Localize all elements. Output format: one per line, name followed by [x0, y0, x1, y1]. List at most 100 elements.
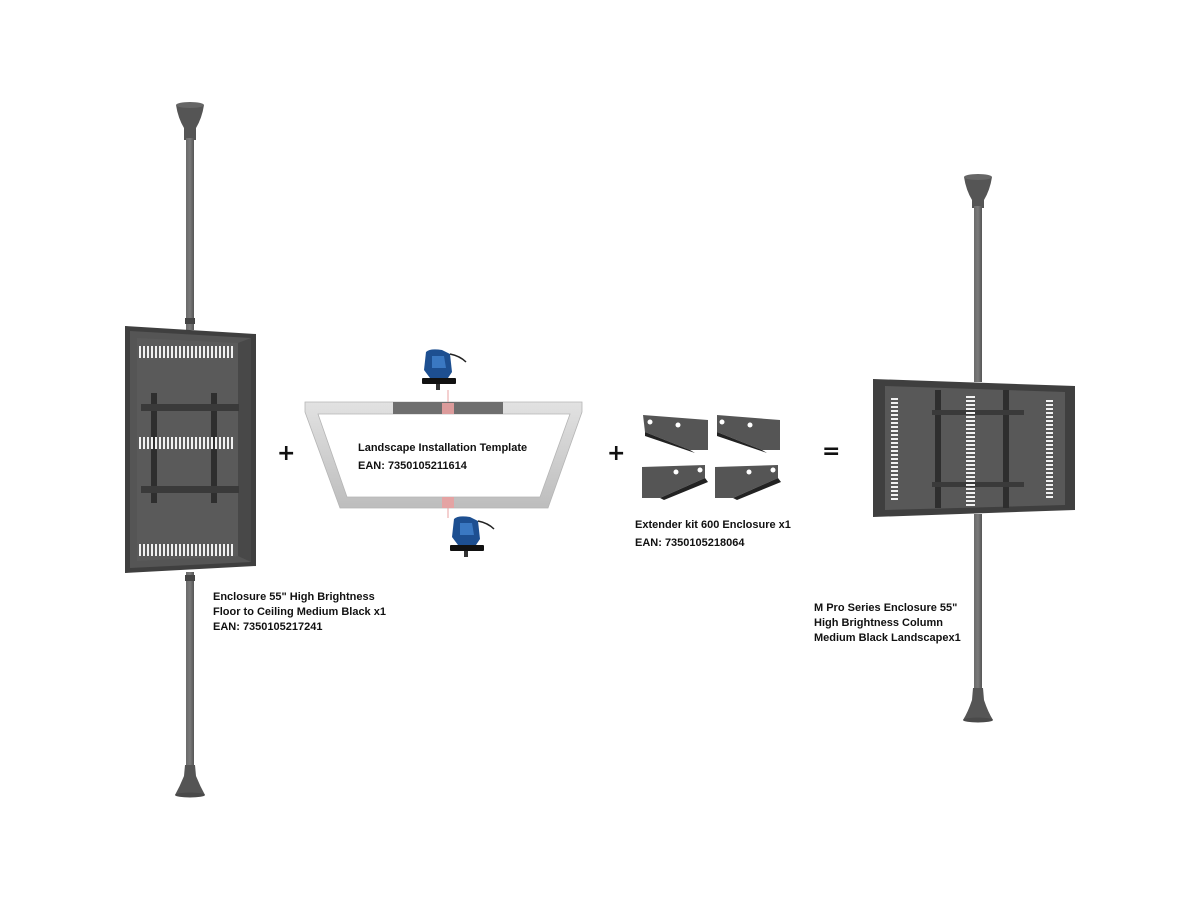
vent-slot [891, 438, 898, 440]
ean-code: EAN: 7350105217241 [213, 621, 323, 633]
vent-slot [187, 544, 189, 556]
vent-slot [966, 440, 975, 442]
vent-slot [966, 496, 975, 498]
vent-slot [966, 468, 975, 470]
vent-slot [187, 437, 189, 449]
label-line: M Pro Series Enclosure 55" [814, 602, 958, 614]
vent-slot [155, 346, 157, 358]
vent-slot [891, 430, 898, 432]
vent-slot [891, 446, 898, 448]
vent-slot [1046, 476, 1053, 478]
vent-row-bottom [139, 544, 233, 556]
floor-flare [963, 688, 993, 720]
vent-slot [147, 346, 149, 358]
vent-slot [966, 432, 975, 434]
vent-slot [167, 437, 169, 449]
vent-slot [891, 398, 898, 400]
vent-slot [1046, 420, 1053, 422]
bracket-piece [642, 465, 708, 500]
bracket-piece [717, 415, 780, 453]
vent-slot [966, 436, 975, 438]
vent-column-left [891, 398, 898, 500]
vent-slot [207, 544, 209, 556]
vent-slot [966, 460, 975, 462]
vent-slot [966, 500, 975, 502]
equals-operator: = [822, 439, 841, 464]
vent-slot [1046, 496, 1053, 498]
bracket-piece [643, 415, 708, 453]
vent-slot [1046, 472, 1053, 474]
vent-slot [143, 437, 145, 449]
vent-slot [891, 406, 898, 408]
vent-slot [211, 544, 213, 556]
label-line: Extender kit 600 Enclosure x1 [635, 519, 791, 531]
vent-slot [891, 458, 898, 460]
vent-slot [891, 466, 898, 468]
label-line: High Brightness Column [814, 617, 943, 629]
vent-slot [891, 490, 898, 492]
ean-code: EAN: 7350105211614 [358, 460, 467, 472]
lower-pole [974, 514, 982, 690]
vent-slot [1046, 464, 1053, 466]
vent-slot [215, 346, 217, 358]
vent-slot [147, 544, 149, 556]
vent-slot [179, 346, 181, 358]
vent-slot [966, 472, 975, 474]
label-line: Landscape Installation Template [358, 442, 528, 454]
ceiling-flare [964, 177, 992, 208]
plus-operator: + [607, 441, 626, 466]
vent-slot [171, 544, 173, 556]
vent-slot [891, 402, 898, 404]
vent-slot [1046, 444, 1053, 446]
vent-slot [155, 544, 157, 556]
vent-slot [151, 544, 153, 556]
vent-slot [159, 437, 161, 449]
installation-template-graphic [304, 349, 583, 557]
vent-slot [891, 418, 898, 420]
label-line: Floor to Ceiling Medium Black x1 [213, 606, 386, 618]
vent-slot [891, 442, 898, 444]
upper-pole [974, 206, 982, 382]
lower-pole [186, 572, 194, 767]
vent-slot [223, 346, 225, 358]
vent-slot [966, 456, 975, 458]
landscape-template-label: Landscape Installation Template EAN: 735… [358, 441, 527, 474]
vent-slot [171, 346, 173, 358]
vent-slot [143, 346, 145, 358]
vent-slot [966, 428, 975, 430]
vent-slot [147, 437, 149, 449]
result-enclosure-label: M Pro Series Enclosure 55" High Brightne… [814, 601, 961, 646]
vent-slot [219, 437, 221, 449]
vent-slot [175, 544, 177, 556]
vent-slot [966, 400, 975, 402]
ceiling-flare [176, 105, 204, 140]
vent-row-top [139, 346, 233, 358]
vent-slot [203, 437, 205, 449]
vent-slot [211, 346, 213, 358]
vent-slot [891, 498, 898, 500]
vent-slot [891, 494, 898, 496]
vent-slot [891, 470, 898, 472]
vent-slot [163, 437, 165, 449]
vent-slot [891, 410, 898, 412]
vent-slot [227, 346, 229, 358]
extender-kit-label: Extender kit 600 Enclosure x1 EAN: 73501… [635, 518, 791, 551]
vent-slot [1046, 484, 1053, 486]
vent-slot [227, 437, 229, 449]
vent-slot [163, 544, 165, 556]
vent-slot [179, 437, 181, 449]
vent-row-middle [139, 437, 233, 449]
vent-slot [1046, 480, 1053, 482]
vent-slot [175, 346, 177, 358]
vent-slot [966, 448, 975, 450]
vent-slot [143, 544, 145, 556]
vent-slot [1046, 460, 1053, 462]
bracket-piece [715, 465, 781, 500]
vent-slot [1046, 448, 1053, 450]
vent-slot [199, 346, 201, 358]
vent-slot [1046, 428, 1053, 430]
vent-slot [155, 437, 157, 449]
vent-slot [1046, 404, 1053, 406]
vent-slot [223, 544, 225, 556]
enclosure-portrait-label: Enclosure 55" High Brightness Floor to C… [213, 590, 386, 635]
